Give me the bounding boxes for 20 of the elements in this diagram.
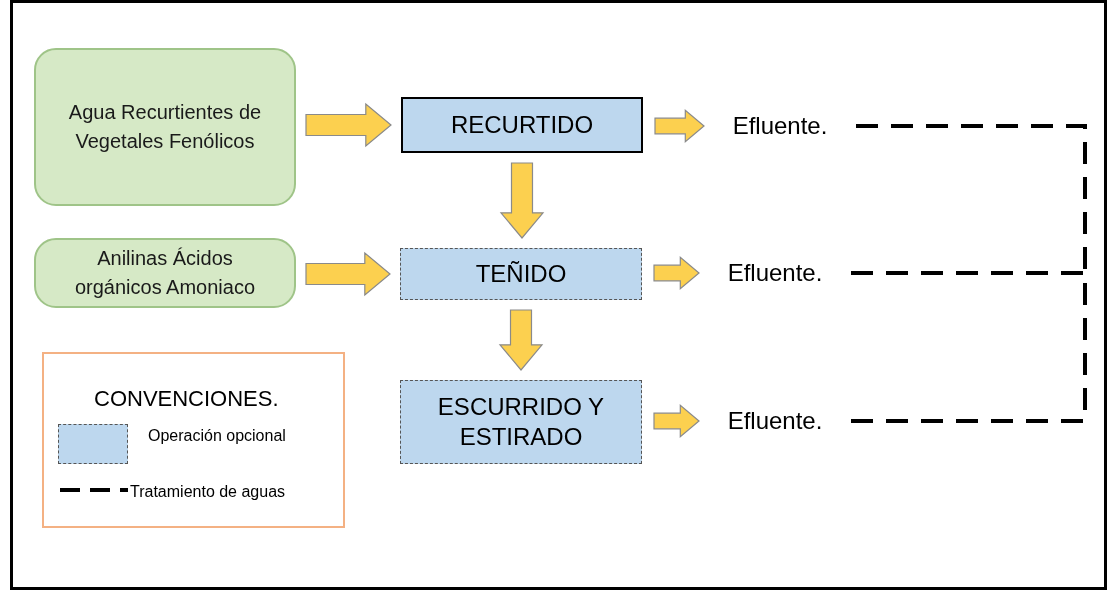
dashed-line	[851, 271, 1085, 275]
input-box: Agua Recurtientes de Vegetales Fenólicos	[34, 48, 296, 206]
dashed-line	[856, 124, 1087, 272]
process-box: TEÑIDO	[400, 248, 642, 300]
input-box: Anilinas Ácidos orgánicos Amoniaco	[34, 238, 296, 308]
legend-text: Tratamiento de aguas	[130, 482, 286, 502]
legend-heading: CONVENCIONES.	[94, 385, 279, 413]
output-label: Efluente.	[716, 108, 844, 144]
process-box: RECURTIDO	[401, 97, 643, 153]
legend-text: Operación opcional	[148, 426, 286, 446]
block-arrow	[654, 109, 705, 143]
block-arrow	[305, 251, 391, 297]
block-arrow	[653, 404, 700, 438]
block-arrow	[653, 256, 700, 290]
block-arrow	[498, 309, 544, 371]
output-label: Efluente.	[711, 255, 839, 291]
block-arrow	[499, 162, 545, 239]
block-arrow	[305, 102, 392, 148]
output-label: Efluente.	[711, 403, 839, 439]
process-box: ESCURRIDO Y ESTIRADO	[400, 380, 642, 464]
